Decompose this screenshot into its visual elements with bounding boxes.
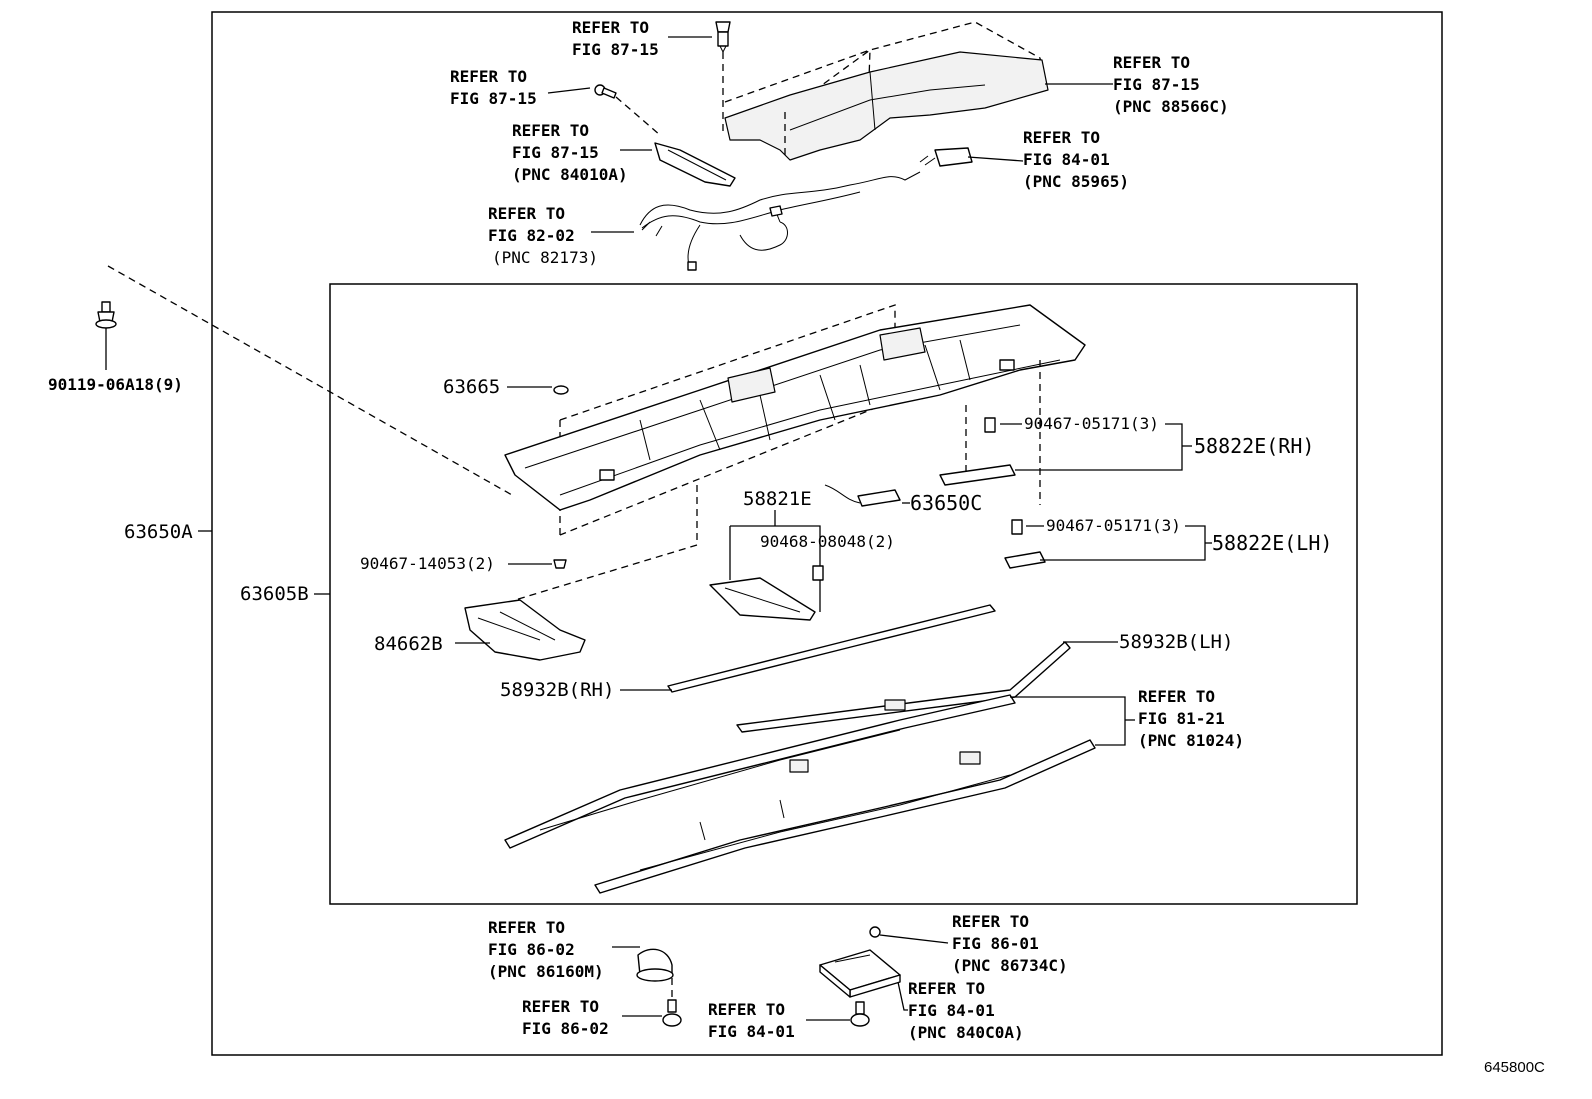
svg-text:FIG 84-01: FIG 84-01 — [708, 1022, 795, 1041]
callout-rail-81024: REFER TO FIG 81-21 (PNC 81024) — [1138, 687, 1244, 750]
label-90468-08048: 90468-08048(2) — [760, 532, 895, 551]
fastener-90119 — [95, 265, 513, 496]
label-84662b: 84662B — [374, 633, 443, 655]
svg-text:REFER TO: REFER TO — [488, 918, 565, 937]
callout-seal-top: REFER TO FIG 87-15 (PNC 88566C) — [1113, 53, 1229, 116]
svg-text:FIG 84-01: FIG 84-01 — [1023, 150, 1110, 169]
label-90467-05171-lh: 90467-05171(3) — [1046, 516, 1181, 535]
label-63650a: 63650A — [124, 521, 193, 543]
svg-text:(PNC 84010A): (PNC 84010A) — [512, 165, 628, 184]
callout-harness-82173: REFER TO FIG 82-02 (PNC 82173) — [488, 204, 598, 267]
svg-text:FIG 87-15: FIG 87-15 — [512, 143, 599, 162]
label-63605b: 63605B — [240, 583, 309, 605]
bracket-part — [654, 142, 736, 187]
diagram-code: 645800C — [1484, 1059, 1545, 1076]
svg-text:FIG 86-01: FIG 86-01 — [952, 934, 1039, 953]
svg-text:(PNC 88566C): (PNC 88566C) — [1113, 97, 1229, 116]
bolt-part — [594, 84, 661, 136]
outer-frame — [211, 11, 1443, 1056]
svg-text:REFER TO: REFER TO — [450, 67, 527, 86]
callout-bracket-84010a: REFER TO FIG 87-15 (PNC 84010A) — [512, 121, 628, 184]
svg-text:REFER TO: REFER TO — [908, 979, 985, 998]
label-63650c: 63650C — [910, 491, 982, 515]
callout-bolt-84-01: REFER TO FIG 84-01 — [708, 1000, 795, 1041]
ecu-part — [819, 949, 908, 1011]
callout-bolt-top: REFER TO FIG 87-15 — [450, 67, 537, 108]
part-58822e-rh — [939, 405, 1192, 486]
callout-clip-top: REFER TO FIG 87-15 — [572, 18, 659, 59]
bolt-86-02 — [622, 999, 682, 1027]
label-90467-05171-rh: 90467-05171(3) — [1024, 414, 1159, 433]
svg-text:(PNC 86734C): (PNC 86734C) — [952, 956, 1068, 975]
clip-part — [715, 21, 731, 135]
label-90467-14053: 90467-14053(2) — [360, 554, 495, 573]
callout-bolt-86-02: REFER TO FIG 86-02 — [522, 997, 609, 1038]
svg-text:REFER TO: REFER TO — [572, 18, 649, 37]
label-63665: 63665 — [443, 376, 500, 398]
module-part — [919, 147, 973, 167]
label-58932b-rh: 58932B(RH) — [500, 679, 614, 701]
svg-text:FIG 86-02: FIG 86-02 — [522, 1019, 609, 1038]
nut-86734c — [869, 926, 949, 944]
part-58822e-lh — [1004, 360, 1212, 569]
svg-text:(PNC 86160M): (PNC 86160M) — [488, 962, 604, 981]
seal-part — [724, 21, 1049, 161]
frame-assembly — [504, 304, 1086, 536]
label-90119: 90119-06A18(9) — [48, 375, 183, 394]
svg-text:FIG 84-01: FIG 84-01 — [908, 1001, 995, 1020]
svg-text:REFER TO: REFER TO — [512, 121, 589, 140]
svg-text:REFER TO: REFER TO — [488, 204, 565, 223]
clip-90467-14053 — [508, 559, 567, 569]
part-63650c — [824, 484, 910, 507]
label-58932b-lh: 58932B(LH) — [1119, 631, 1233, 653]
svg-text:(PNC 840C0A): (PNC 840C0A) — [908, 1023, 1024, 1042]
bolt-84-01 — [806, 1001, 870, 1027]
svg-text:(PNC 85965): (PNC 85965) — [1023, 172, 1129, 191]
label-58821e: 58821E — [743, 488, 812, 510]
callout-ecu-840c0a: REFER TO FIG 84-01 (PNC 840C0A) — [908, 979, 1024, 1042]
part-58932b-lh — [667, 604, 1118, 733]
callout-module-85965: REFER TO FIG 84-01 (PNC 85965) — [1023, 128, 1129, 191]
horn-part — [612, 946, 674, 1012]
label-58822e-rh: 58822E(RH) — [1194, 434, 1314, 458]
svg-text:FIG 87-15: FIG 87-15 — [1113, 75, 1200, 94]
svg-text:FIG 87-15: FIG 87-15 — [572, 40, 659, 59]
callout-nut-86734c: REFER TO FIG 86-01 (PNC 86734C) — [952, 912, 1068, 975]
label-58822e-lh: 58822E(LH) — [1212, 531, 1332, 555]
svg-text:REFER TO: REFER TO — [1023, 128, 1100, 147]
svg-text:(PNC 82173): (PNC 82173) — [492, 248, 598, 267]
rail-assembly — [504, 694, 1135, 894]
svg-text:FIG 87-15: FIG 87-15 — [450, 89, 537, 108]
svg-text:REFER TO: REFER TO — [522, 997, 599, 1016]
svg-text:REFER TO: REFER TO — [1138, 687, 1215, 706]
svg-text:FIG 82-02: FIG 82-02 — [488, 226, 575, 245]
svg-text:REFER TO: REFER TO — [1113, 53, 1190, 72]
clip-63665 — [507, 385, 569, 395]
harness-part — [639, 171, 921, 271]
svg-text:REFER TO: REFER TO — [952, 912, 1029, 931]
svg-text:FIG 81-21: FIG 81-21 — [1138, 709, 1225, 728]
part-84662b — [455, 599, 586, 661]
callout-horn-86160m: REFER TO FIG 86-02 (PNC 86160M) — [488, 918, 604, 981]
svg-text:REFER TO: REFER TO — [708, 1000, 785, 1019]
svg-text:FIG 86-02: FIG 86-02 — [488, 940, 575, 959]
part-58821e — [709, 510, 824, 621]
svg-text:(PNC 81024): (PNC 81024) — [1138, 731, 1244, 750]
